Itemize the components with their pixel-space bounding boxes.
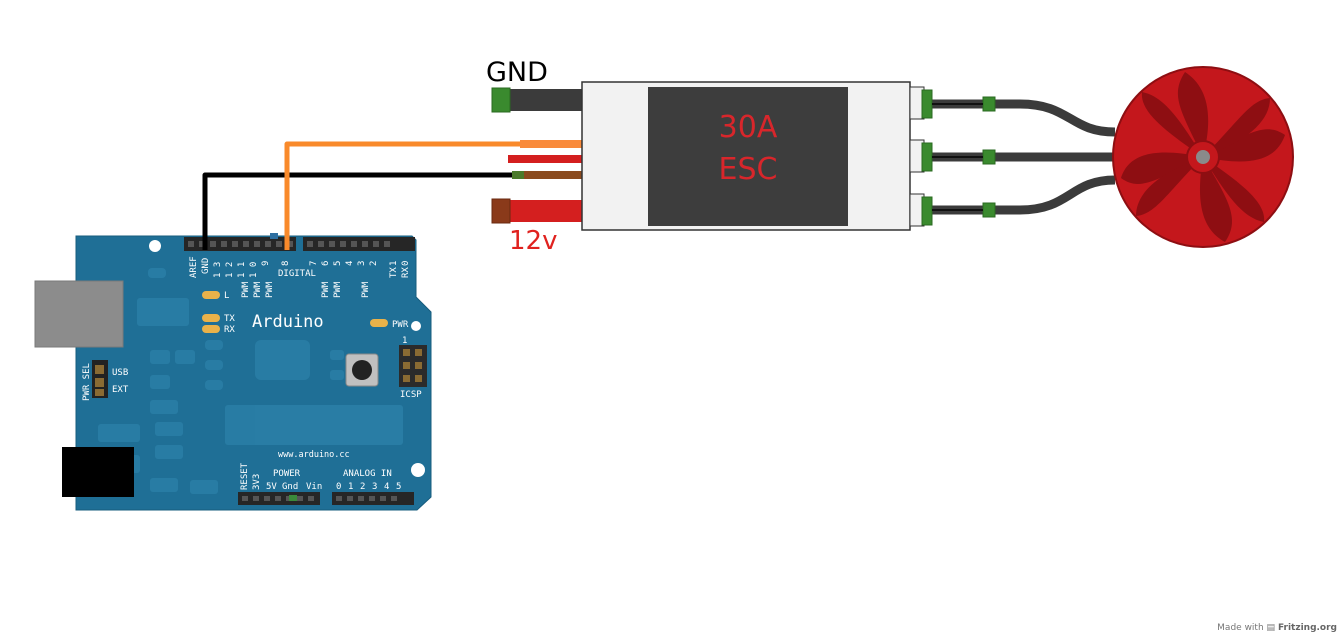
pin-label-6: 6 xyxy=(321,261,331,266)
power-jack xyxy=(62,447,134,497)
esc-signal-leads xyxy=(508,140,582,179)
esc-label-plate xyxy=(648,87,848,226)
icsp-header xyxy=(399,345,427,387)
credit-prefix: Made with xyxy=(1217,623,1264,633)
reset-label: RESET xyxy=(240,462,250,490)
pin-label-2: 2 xyxy=(369,261,379,266)
pin-label-13: 1 3 xyxy=(213,262,223,278)
power-analog-header xyxy=(238,492,414,505)
pin-label-aref: AREF xyxy=(189,256,199,278)
pin-label-0: 0 xyxy=(401,261,411,266)
analog-pin-3: 3 xyxy=(372,482,377,492)
digital-label: DIGITAL xyxy=(278,269,316,279)
ground-wire xyxy=(202,171,527,250)
arduino-brand: Arduino xyxy=(252,312,324,332)
power-label: POWER xyxy=(273,469,301,479)
led-label-l: L xyxy=(224,291,229,301)
led-label-pwr: PWR xyxy=(392,320,409,330)
pin-label-rx: RX xyxy=(401,267,411,278)
pin-label-8: 8 xyxy=(281,261,291,266)
website-label: www.arduino.cc xyxy=(278,450,350,460)
esc-rating-label: 30A xyxy=(718,110,778,145)
pin-label-tx: TX xyxy=(389,267,399,278)
5v-label: 5V xyxy=(266,482,277,492)
pin-label-7: 7 xyxy=(309,261,319,266)
pin-label-1: 1 xyxy=(389,261,399,266)
pin-label-5: 5 xyxy=(333,261,343,266)
icsp-label: ICSP xyxy=(400,390,422,400)
pwm-label: PWM xyxy=(265,281,275,298)
fritzing-credit: Made with ▤ Fritzing.org xyxy=(1217,623,1337,633)
analog-in-label: ANALOG IN xyxy=(343,469,392,479)
analog-pin-0: 0 xyxy=(336,482,341,492)
pwr-sel-label: PWR SEL xyxy=(82,363,92,401)
analog-pin-2: 2 xyxy=(360,482,365,492)
analog-pin-5: 5 xyxy=(396,482,401,492)
esc-power-lead xyxy=(491,198,582,224)
pin-label-gnd: GND xyxy=(201,258,211,274)
reset-button[interactable] xyxy=(345,353,379,387)
pin-label-11: 1 1 xyxy=(237,262,247,278)
mounting-hole xyxy=(411,321,421,331)
brushless-motor xyxy=(1112,66,1294,248)
ext-label: EXT xyxy=(112,385,129,395)
led-indicators xyxy=(202,291,388,333)
pwm-label: PWM xyxy=(253,281,263,298)
credit-brand: Fritzing.org xyxy=(1277,623,1337,633)
pin-label-9: 9 xyxy=(261,261,271,266)
vin-label: Vin xyxy=(306,482,322,492)
digital-header xyxy=(184,233,415,251)
pin-label-12: 1 2 xyxy=(225,262,235,278)
motor-phase-wires xyxy=(921,89,1116,226)
pin-label-10: 1 0 xyxy=(249,262,259,278)
mounting-hole xyxy=(411,463,425,477)
pin-label-4: 4 xyxy=(345,261,355,266)
supply-voltage-label: 12v xyxy=(509,226,558,256)
analog-pin-4: 4 xyxy=(384,482,389,492)
gnd-lower-label: Gnd xyxy=(282,482,298,492)
3v3-label: 3V3 xyxy=(252,474,262,490)
usb-label: USB xyxy=(112,368,128,378)
fritzing-logo-icon: ▤ xyxy=(1266,623,1276,633)
mounting-hole xyxy=(149,240,161,252)
arduino-board: AREF GND 1 3 1 2 1 1 1 0 9 8 DIGITAL 7 6… xyxy=(34,233,432,511)
pwm-label: PWM xyxy=(361,281,371,298)
pwm-label: PWM xyxy=(321,281,331,298)
led-label-tx: TX xyxy=(224,314,235,324)
icsp-pin1-label: 1 xyxy=(402,336,407,346)
pwm-label: PWM xyxy=(333,281,343,298)
gnd-label: GND xyxy=(486,57,548,88)
esc-name-label: ESC xyxy=(718,152,778,187)
esc-gnd-lead xyxy=(491,87,582,113)
signal-wire xyxy=(284,141,520,250)
esc-module xyxy=(581,81,925,231)
power-select-jumper[interactable] xyxy=(92,360,108,398)
led-label-rx: RX xyxy=(224,325,235,335)
pwm-label: PWM xyxy=(241,281,251,298)
analog-pin-1: 1 xyxy=(348,482,353,492)
usb-connector xyxy=(34,280,124,348)
pin-label-3: 3 xyxy=(357,261,367,266)
